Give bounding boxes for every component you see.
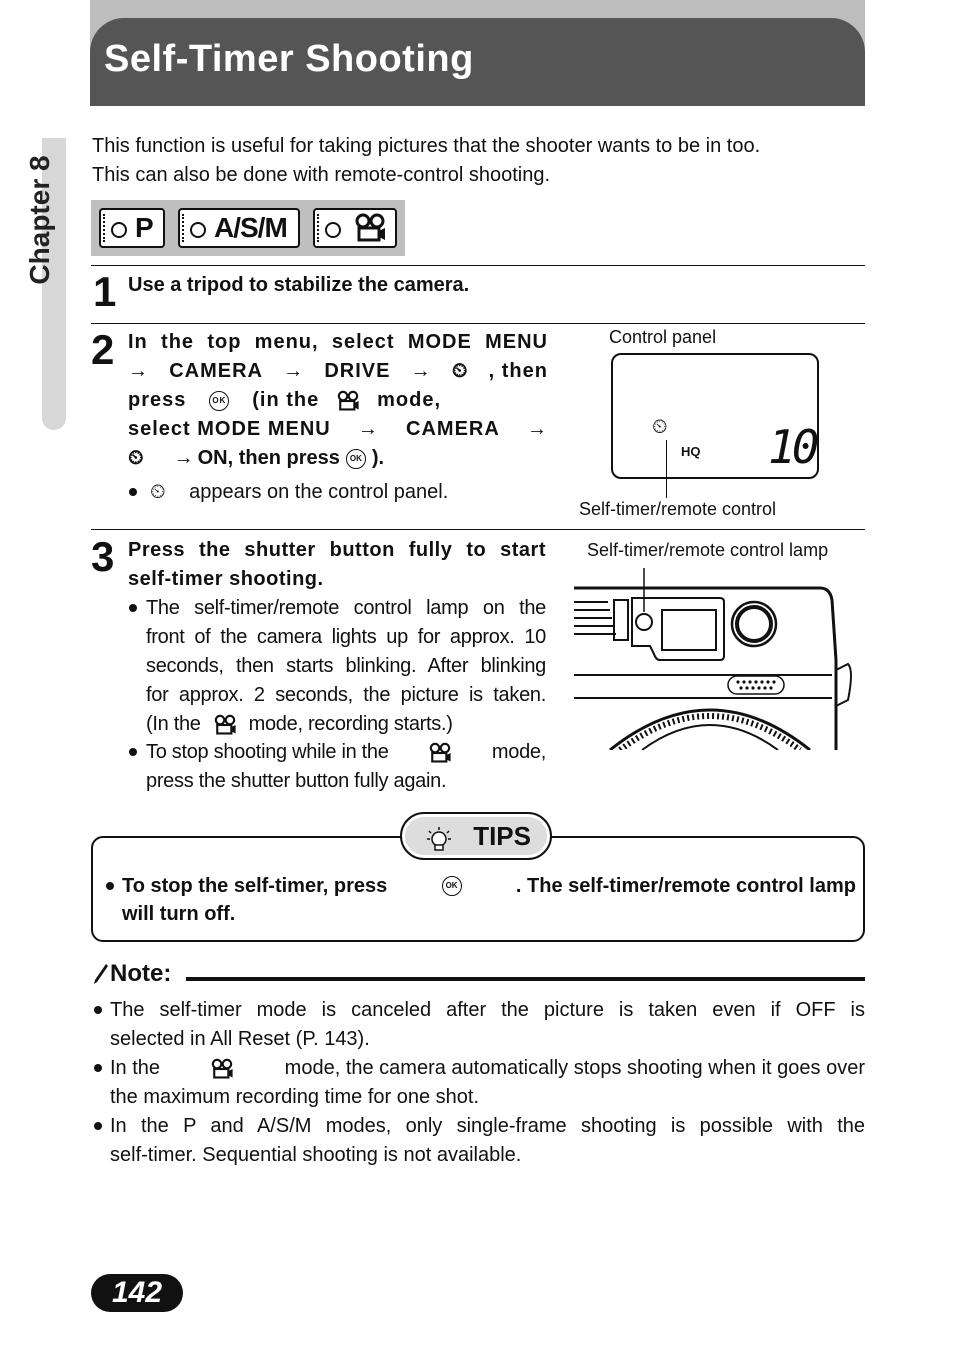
- control-panel-label: Control panel: [609, 327, 717, 347]
- lightbulb-icon: [427, 827, 451, 851]
- self-timer-icon: ⏲: [150, 481, 166, 503]
- ok-button-icon: OK: [345, 448, 366, 469]
- control-panel-figure: [611, 353, 819, 479]
- step-number: 3: [91, 533, 115, 580]
- note-item-2: In the mode, the camera automatically st…: [110, 1057, 865, 1108]
- header-banner: [90, 18, 865, 106]
- step-number: 2: [91, 326, 115, 373]
- frame-counter: 10: [768, 420, 819, 474]
- self-timer-callout: Self-timer/remote control: [579, 499, 777, 519]
- callout-line: [666, 440, 667, 498]
- chapter-tab: [42, 138, 66, 430]
- self-timer-icon: ⏲: [652, 416, 668, 438]
- note-label: Note:: [110, 960, 172, 987]
- mode-icons-bar: P A/S/M: [91, 200, 405, 256]
- pencil-icon: [94, 964, 108, 984]
- mode-p-icon: P: [99, 208, 165, 248]
- chapter-label: Chapter 8: [24, 155, 55, 285]
- lamp-callout: Self-timer/remote control lamp: [587, 540, 829, 560]
- tips-text: To stop the self-timer, press OK . The s…: [122, 875, 856, 925]
- movie-icon: [214, 714, 236, 735]
- note-rule: [186, 977, 865, 981]
- divider: [91, 265, 865, 266]
- bullet-icon: [106, 882, 114, 890]
- bullet-icon: [94, 1122, 102, 1130]
- bullet-icon: [129, 604, 137, 612]
- step-3-title: Press the shutter button fully to start …: [128, 539, 546, 590]
- step-1-text: Use a tripod to stabilize the camera.: [128, 274, 470, 296]
- ok-button-icon: OK: [441, 876, 462, 896]
- movie-icon: [429, 742, 451, 763]
- bullet-icon: [94, 1006, 102, 1014]
- mode-asm-icon: A/S/M: [178, 208, 300, 248]
- note-item-1: The self-timer mode is canceled after th…: [110, 999, 865, 1050]
- note-item-3: In the P and A/S/M modes, only single-fr…: [110, 1115, 865, 1166]
- step-3-bullet-2: To stop shooting while in the mode, pres…: [146, 741, 546, 792]
- movie-icon: [212, 1058, 233, 1079]
- page-title: Self-Timer Shooting: [104, 38, 474, 80]
- tips-badge: TIPS: [400, 812, 552, 860]
- camera-front-figure: [574, 568, 852, 750]
- divider: [91, 323, 865, 324]
- step-number: 1: [93, 268, 117, 315]
- step-2-bullet: ⏲ appears on the control panel.: [150, 481, 449, 503]
- step-3-bullet-1: The self-timer/remote control lamp on th…: [146, 597, 546, 735]
- step-2-instructions: In the top menu, select MODE MENU →CAMER…: [128, 328, 548, 473]
- movie-icon: [355, 213, 385, 242]
- self-timer-icon: ⏲: [451, 360, 469, 382]
- page-number: 142: [91, 1274, 183, 1312]
- bullet-icon: [94, 1064, 102, 1072]
- intro-text: This function is useful for taking pictu…: [92, 135, 761, 186]
- quality-indicator: HQ: [681, 444, 701, 459]
- bullet-icon: [129, 748, 137, 756]
- bullet-icon: [129, 488, 137, 496]
- movie-icon: [337, 390, 359, 411]
- self-timer-icon: ⏲: [128, 447, 144, 469]
- mode-movie-icon: [313, 208, 397, 248]
- ok-button-icon: OK: [209, 390, 230, 411]
- divider: [91, 529, 865, 530]
